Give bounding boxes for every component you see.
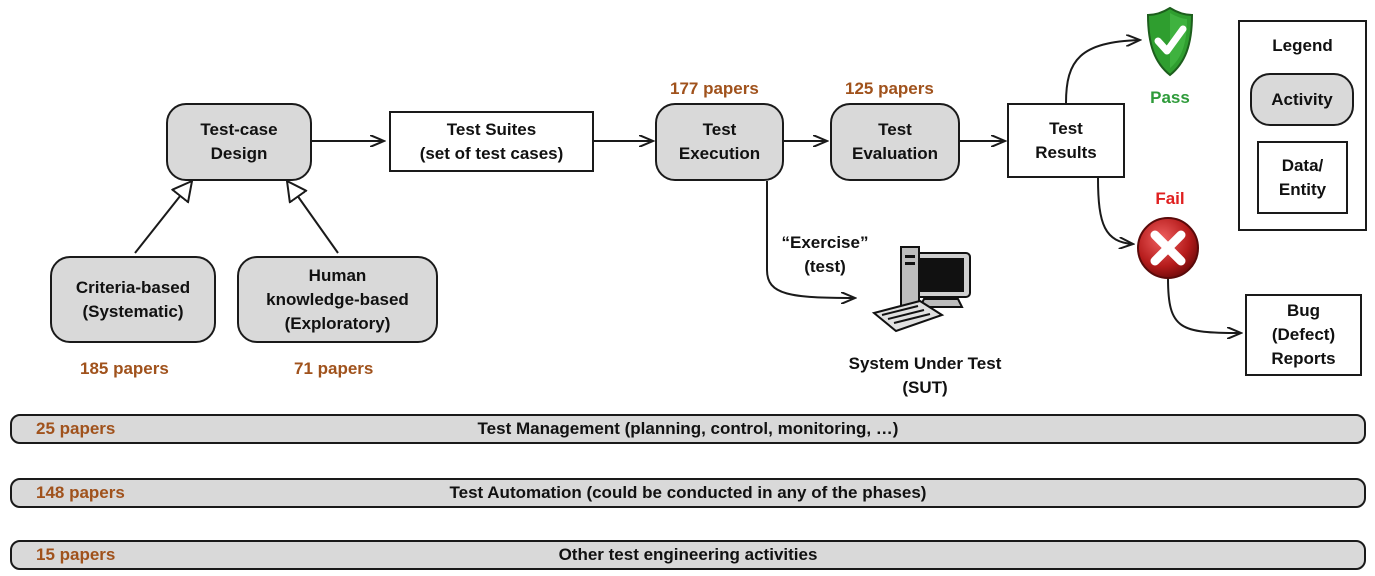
execution-paper-count: 177 papers [670, 79, 759, 98]
exercise-label: “Exercise” (test) [781, 233, 869, 276]
bar-title: Test Management (planning, control, moni… [477, 419, 899, 438]
pass-label: Pass [1150, 88, 1190, 107]
bar-test-automation: 148 papers Test Automation (could be con… [10, 478, 1366, 508]
evaluation-paper-count: 125 papers [845, 79, 934, 98]
test-case-design-node: Test-case Design [166, 103, 312, 181]
criteria-paper-count: 185 papers [80, 359, 169, 378]
bar-test-management: 25 papers Test Management (planning, con… [10, 414, 1366, 444]
test-execution-node: Test Execution [655, 103, 784, 181]
human-paper-count: 71 papers [294, 359, 374, 378]
bar-title: Other test engineering activities [558, 545, 818, 564]
bug-reports-node: Bug (Defect) Reports [1245, 294, 1362, 376]
fail-x-icon [1137, 217, 1199, 279]
shield-check-icon [1146, 6, 1194, 77]
bar-count: 15 papers [36, 545, 116, 564]
bar-title: Test Automation (could be conducted in a… [449, 483, 927, 502]
fail-label: Fail [1155, 189, 1185, 208]
human-knowledge-based-node: Human knowledge-based (Exploratory) [237, 256, 438, 343]
computer-icon [871, 246, 971, 333]
sut-label: System Under Test (SUT) [848, 354, 1002, 397]
legend-data-entity-sample: Data/ Entity [1257, 141, 1348, 214]
legend-activity-sample: Activity [1250, 73, 1354, 126]
bar-count: 25 papers [36, 419, 116, 438]
bar-count: 148 papers [36, 483, 125, 502]
bar-other-activities: 15 papers Other test engineering activit… [10, 540, 1366, 570]
legend-title: Legend [1272, 36, 1333, 55]
test-results-node: Test Results [1007, 103, 1125, 178]
test-suites-node: Test Suites (set of test cases) [389, 111, 594, 172]
criteria-based-node: Criteria-based (Systematic) [50, 256, 216, 343]
test-evaluation-node: Test Evaluation [830, 103, 960, 181]
